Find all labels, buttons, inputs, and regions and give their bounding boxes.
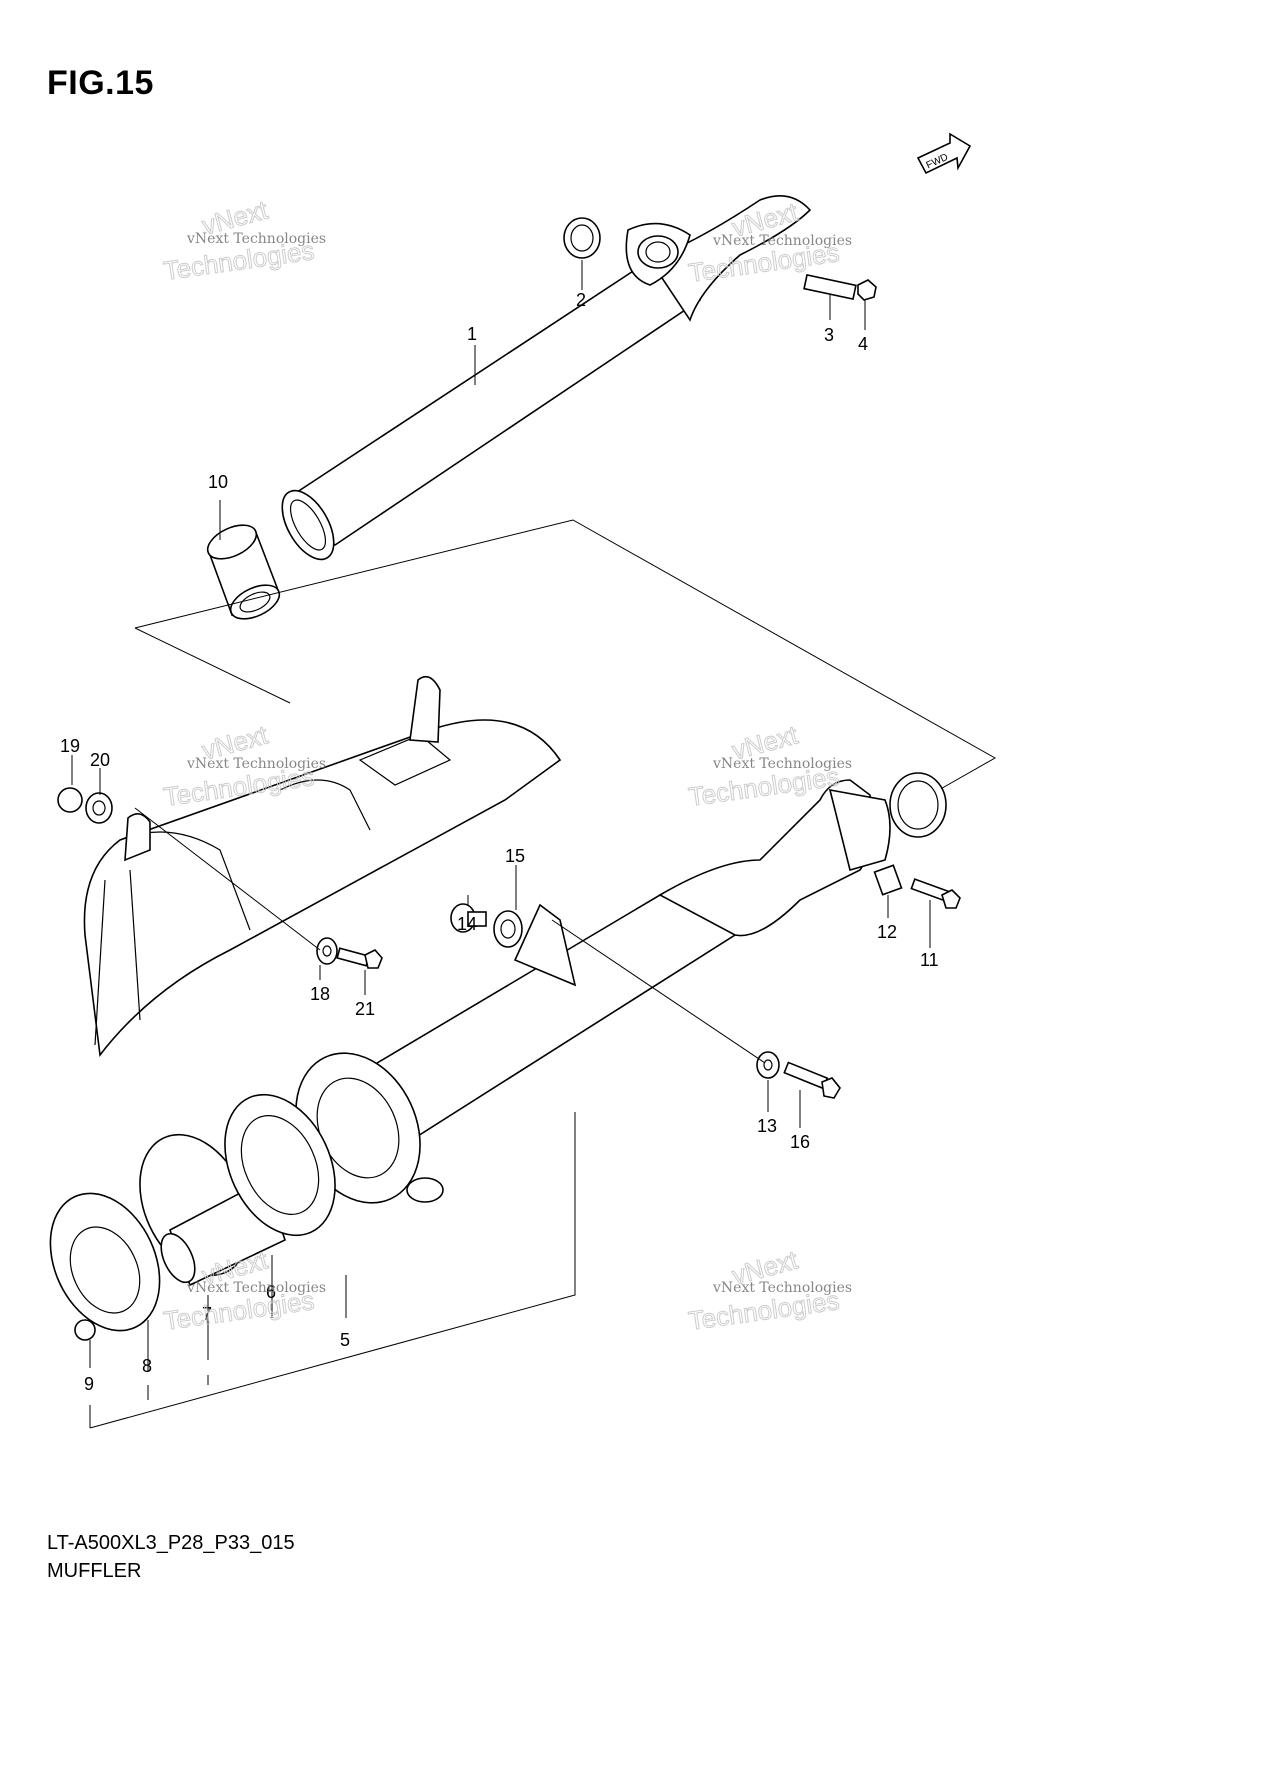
callout-9: 9 <box>84 1374 94 1394</box>
callout-20: 20 <box>90 750 110 770</box>
callout-18: 18 <box>310 984 330 1004</box>
callout-13: 13 <box>757 1116 777 1136</box>
callout-10: 10 <box>208 472 228 492</box>
figure-title: FIG.15 <box>47 64 154 102</box>
callout-14: 14 <box>457 914 477 934</box>
svg-text:vNext Technologies: vNext Technologies <box>186 756 326 772</box>
watermark-bottom-right: vNext Technologies Technologies vNext <box>686 1244 852 1337</box>
callout-12: 12 <box>877 922 897 942</box>
watermark-top-right: vNext Technologies Technologies vNext <box>686 196 852 289</box>
callout-21: 21 <box>355 999 375 1019</box>
part-11-bolt <box>910 878 961 909</box>
svg-text:vNext Technologies: vNext Technologies <box>186 231 326 247</box>
part-8-end-cap <box>49 1192 161 1332</box>
callout-6: 6 <box>266 1282 276 1302</box>
part-13-washer <box>756 1051 780 1079</box>
part-14-bush <box>450 903 487 933</box>
callout-7: 7 <box>202 1304 212 1324</box>
part-5-muffler-body <box>295 779 891 1204</box>
callout-3: 3 <box>824 325 834 345</box>
svg-text:vNext Technologies: vNext Technologies <box>712 756 852 772</box>
callout-19: 19 <box>60 736 80 756</box>
part-9-screw <box>74 1319 96 1341</box>
part-21-bolt <box>336 947 383 969</box>
exhaust-clamp <box>889 772 947 838</box>
callout-15: 15 <box>505 846 525 866</box>
callout-labels: 1 2 3 4 5 6 7 8 9 10 11 12 13 14 15 16 1… <box>60 290 939 1394</box>
part-16-bolt <box>783 1061 841 1099</box>
part-18-washer <box>316 937 338 965</box>
callout-16: 16 <box>790 1132 810 1152</box>
callout-5: 5 <box>340 1330 350 1350</box>
forward-arrow-icon: FWD <box>916 132 972 175</box>
callout-11: 11 <box>920 950 939 970</box>
heat-shield <box>83 675 562 1058</box>
watermark-top-left: vNext Technologies Technologies vNext <box>161 194 326 287</box>
part-1-exhaust-pipe <box>281 194 812 561</box>
part-2-gasket <box>563 217 601 259</box>
watermark-bottom-left: vNext Technologies Technologies vNext <box>161 1244 326 1337</box>
part-12-collar <box>873 864 903 896</box>
part-4-nut <box>857 279 877 301</box>
svg-text:vNext Technologies: vNext Technologies <box>186 1280 326 1296</box>
part-15-cushion <box>493 910 523 948</box>
callout-4: 4 <box>858 334 868 354</box>
part-10-sleeve <box>206 524 281 620</box>
callout-1: 1 <box>467 324 477 344</box>
part-20-grommet <box>85 792 113 824</box>
part-6-gasket <box>224 1093 336 1237</box>
part-19-nut <box>57 787 83 813</box>
svg-text:vNext Technologies: vNext Technologies <box>712 1280 852 1296</box>
figure-name: MUFFLER <box>47 1560 142 1582</box>
part-3-stud-bolt <box>803 274 857 300</box>
callout-8: 8 <box>142 1356 152 1376</box>
callout-2: 2 <box>576 290 586 310</box>
figure-code: LT-A500XL3_P28_P33_015 <box>47 1532 295 1554</box>
svg-text:vNext Technologies: vNext Technologies <box>712 233 852 249</box>
leader-lines <box>71 260 931 1400</box>
